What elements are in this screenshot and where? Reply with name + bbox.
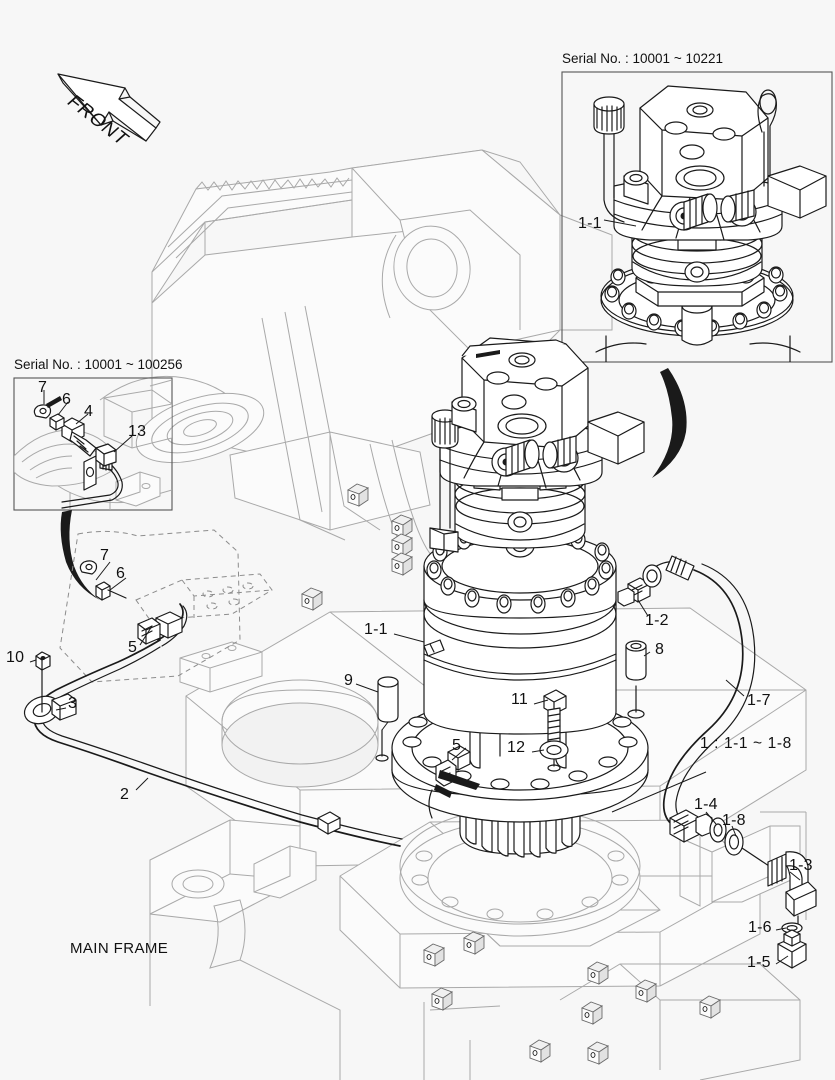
swing-motor-assembly bbox=[391, 337, 649, 937]
assembly-key-note: 1 : 1-1 ~ 1-8 bbox=[700, 735, 792, 752]
inset-top-right-frame bbox=[561, 71, 833, 363]
leader-6 bbox=[109, 577, 127, 591]
main-frame-label: MAIN FRAME bbox=[70, 940, 169, 957]
leader-10 bbox=[29, 659, 37, 663]
callout-1-7: 1-7 bbox=[747, 692, 771, 709]
leader-key-note bbox=[611, 771, 707, 813]
dashed-ghost-outline bbox=[59, 529, 273, 683]
leader-1-4 bbox=[705, 811, 717, 825]
inset-top-right-serial-label: Serial No. : 10001 ~ 10221 bbox=[562, 51, 723, 66]
callout-7-inset: 7 bbox=[38, 379, 48, 396]
callout-1-1: 1-1 bbox=[364, 621, 388, 638]
callout-11: 11 bbox=[511, 691, 529, 708]
inset-top-right-drawing bbox=[593, 85, 827, 362]
callout-3: 3 bbox=[68, 695, 78, 712]
callout-1-2: 1-2 bbox=[645, 612, 669, 629]
callout-13-inset: 13 bbox=[128, 423, 147, 440]
leader-1-7 bbox=[725, 679, 745, 697]
callout-1-5: 1-5 bbox=[747, 954, 771, 971]
callout-9: 9 bbox=[344, 672, 354, 689]
leader-inset-13 bbox=[113, 435, 133, 453]
leader-1-1 bbox=[393, 633, 425, 643]
leader-2 bbox=[135, 777, 149, 791]
leader-11 bbox=[533, 699, 549, 705]
inset-left-serial-label: Serial No. : 10001 ~ 100256 bbox=[14, 357, 183, 372]
leader-1-3 bbox=[789, 871, 801, 881]
callout-5-center: 5 bbox=[452, 737, 462, 754]
leader-1-8 bbox=[731, 825, 737, 837]
leader-5 bbox=[139, 625, 153, 646]
callout-7: 7 bbox=[100, 547, 110, 564]
leader-1-5 bbox=[775, 955, 789, 965]
callout-1-8: 1-8 bbox=[722, 812, 746, 829]
callout-10: 10 bbox=[6, 649, 25, 666]
callout-1-1-inset: 1-1 bbox=[578, 215, 602, 232]
leader-1-2 bbox=[637, 599, 649, 617]
callout-1-6: 1-6 bbox=[748, 919, 772, 936]
callout-5: 5 bbox=[128, 639, 138, 656]
leader-12 bbox=[531, 749, 545, 753]
right-hose-assembly bbox=[617, 555, 817, 969]
leader-inset-1-1 bbox=[603, 219, 637, 227]
callout-1-3: 1-3 bbox=[789, 857, 813, 874]
inset-left-frame bbox=[13, 377, 173, 511]
callout-6-inset: 6 bbox=[62, 391, 72, 408]
inset-pointer-left bbox=[60, 510, 100, 600]
loose-fasteners bbox=[375, 640, 647, 819]
callout-2: 2 bbox=[120, 786, 130, 803]
leader-8 bbox=[643, 651, 651, 657]
leader-inset-6 bbox=[57, 401, 69, 416]
front-direction-arrow bbox=[57, 73, 161, 142]
callout-8: 8 bbox=[655, 641, 665, 658]
leader-9 bbox=[355, 683, 379, 693]
leader-7 bbox=[95, 561, 111, 581]
callout-12: 12 bbox=[507, 739, 526, 756]
leader-inset-4 bbox=[75, 413, 89, 425]
leader-lines bbox=[29, 561, 801, 965]
callout-4-inset: 4 bbox=[84, 403, 94, 420]
leader-5c bbox=[451, 747, 467, 761]
callout-1-4: 1-4 bbox=[694, 796, 718, 813]
inset-left-drawing bbox=[14, 379, 172, 510]
inset-pointer-top-right bbox=[652, 368, 687, 478]
callout-6: 6 bbox=[116, 565, 126, 582]
cube-markers bbox=[301, 483, 721, 1065]
leader-1-6 bbox=[775, 927, 787, 931]
leader-3 bbox=[55, 707, 67, 711]
